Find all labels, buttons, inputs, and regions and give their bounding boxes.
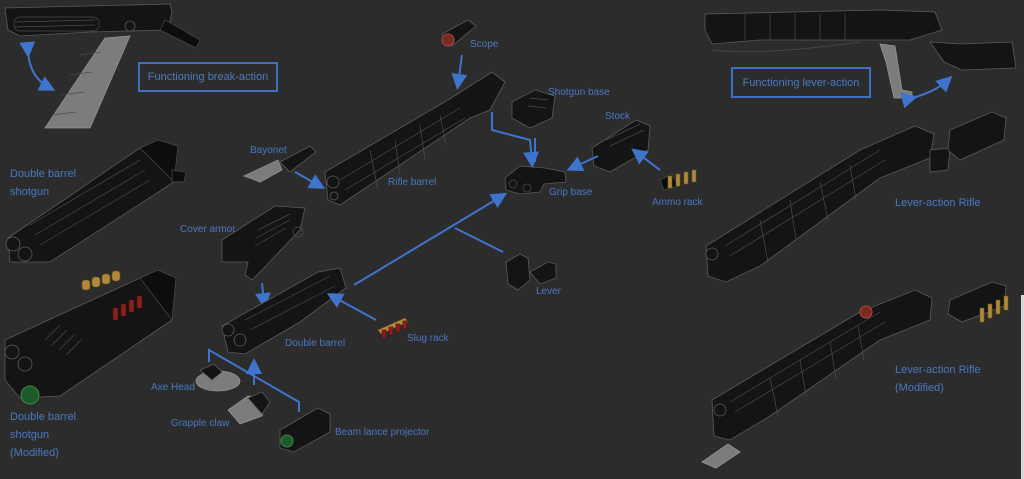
axe-head-part	[195, 363, 241, 392]
bayonet-part	[242, 145, 317, 183]
lever-action-rifle-label: Lever-action Rifle	[895, 194, 981, 212]
label-line: shotgun	[10, 429, 50, 441]
double-barrel-shotgun-modified-label: Double barrel shotgun (Modified)	[10, 408, 76, 462]
label-line: Double barrel	[10, 168, 77, 180]
rifle-barrel-label: Rifle barrel	[388, 177, 437, 188]
scope-label: Scope	[470, 39, 499, 50]
lever-action-rotation-arrow	[900, 75, 953, 109]
slug-rack-arrow	[326, 293, 377, 321]
break-action-label-box: Functioning break-action	[138, 62, 278, 92]
lever-part	[505, 253, 557, 291]
label-line: shotgun	[10, 186, 50, 198]
label-line: Lever-action Rifle	[895, 197, 981, 209]
double-barrel-part	[221, 267, 347, 355]
double-barrel-label: Double barrel	[285, 338, 346, 349]
stock-label: Stock	[605, 111, 631, 122]
cover-armor-label: Cover armor	[180, 224, 236, 235]
shotgun-base-bracket-arrow	[491, 112, 540, 168]
double-barrel-shotgun-modified-illustration	[4, 269, 177, 405]
right-edge-divider	[1021, 295, 1024, 479]
lever-action-rifle-illustration	[705, 111, 1007, 283]
label-line: (Modified)	[10, 447, 59, 459]
slug-rack-label: Slug rack	[407, 333, 449, 344]
scope-arrow	[451, 54, 468, 90]
cover-armor-arrow	[255, 282, 271, 309]
stock-arrow	[566, 155, 599, 172]
axe-head-label: Axe Head	[151, 382, 195, 393]
break-action-illustration	[4, 3, 201, 129]
ammo-rack-part	[659, 169, 697, 191]
lever-action-illustration	[704, 9, 1017, 99]
cover-armor-part	[221, 205, 306, 281]
grip-base-label: Grip base	[549, 187, 593, 198]
rifle-barrel-part	[324, 71, 506, 206]
shotgun-base-part	[511, 89, 556, 129]
slug-rack-part	[377, 317, 409, 339]
lever-action-label: Functioning lever-action	[742, 76, 860, 89]
double-barrel-shotgun-label: Double barrel shotgun	[10, 165, 76, 201]
bayonet-label: Bayonet	[250, 145, 287, 156]
double-barrel-shotgun-illustration	[5, 139, 187, 263]
lever-label: Lever	[536, 286, 562, 297]
shotgun-base-label: Shotgun base	[548, 87, 610, 98]
double-barrel-to-grip-arrow	[353, 192, 508, 286]
beam-lance-projector-part	[279, 407, 331, 453]
stock-part	[591, 119, 651, 173]
bayonet-arrow	[294, 171, 326, 189]
lever-action-rifle-modified-label: Lever-action Rifle (Modified)	[895, 361, 981, 397]
ammo-rack-label: Ammo rack	[652, 197, 703, 208]
lever-action-label-box: Functioning lever-action	[731, 67, 871, 98]
break-action-label: Functioning break-action	[147, 71, 269, 83]
label-line: (Modified)	[895, 382, 944, 394]
lever-action-rifle-modified-illustration	[701, 281, 1009, 469]
ammo-rack-arrow	[631, 148, 661, 171]
grapple-claw-part	[227, 391, 271, 425]
lever-connector-line	[454, 227, 504, 253]
break-action-rotation-arrow	[19, 41, 56, 91]
label-line: Double barrel	[10, 411, 77, 423]
scope-part	[441, 19, 477, 47]
grapple-claw-label: Grapple claw	[171, 418, 230, 429]
beam-lance-projector-label: Beam lance projector	[335, 427, 430, 438]
label-line: Lever-action Rifle	[895, 364, 981, 376]
